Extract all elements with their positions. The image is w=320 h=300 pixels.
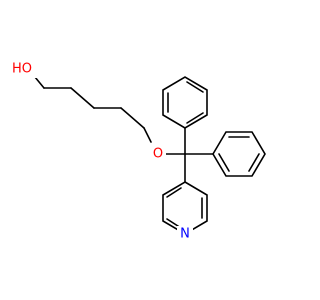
atom-hydroxyl: HO: [9, 60, 37, 78]
phenyl-right-double-3: [218, 153, 230, 172]
molecule-structure: HO O N: [9, 60, 266, 243]
bond-c5-c6: [143, 127, 152, 143]
atom-ether-oxygen: O: [150, 146, 166, 163]
pyridine-nitrogen-label: N: [180, 227, 190, 242]
molecule-canvas: HO O N: [9, 60, 266, 243]
ether-oxygen-label: O: [153, 147, 163, 162]
phenyl-top-double-3: [186, 112, 204, 124]
pyridine-double-3: [166, 187, 182, 198]
atom-pyridine-nitrogen: N: [177, 226, 193, 243]
hexyl-chain: [29, 70, 152, 143]
phenyl-top-double-2: [186, 81, 204, 93]
phenyl-ring-right: [184, 131, 266, 177]
phenyl-ring-top: [162, 76, 208, 155]
bond-c4-c5: [120, 107, 145, 129]
phenyl-right-double-2: [248, 153, 260, 172]
hydroxyl-label: HO: [12, 62, 32, 77]
pyridine-ring: [162, 153, 208, 235]
phenyl-top-ring: [162, 76, 208, 129]
bond-c2-c3: [70, 87, 95, 109]
phenyl-right-ring: [212, 131, 266, 177]
